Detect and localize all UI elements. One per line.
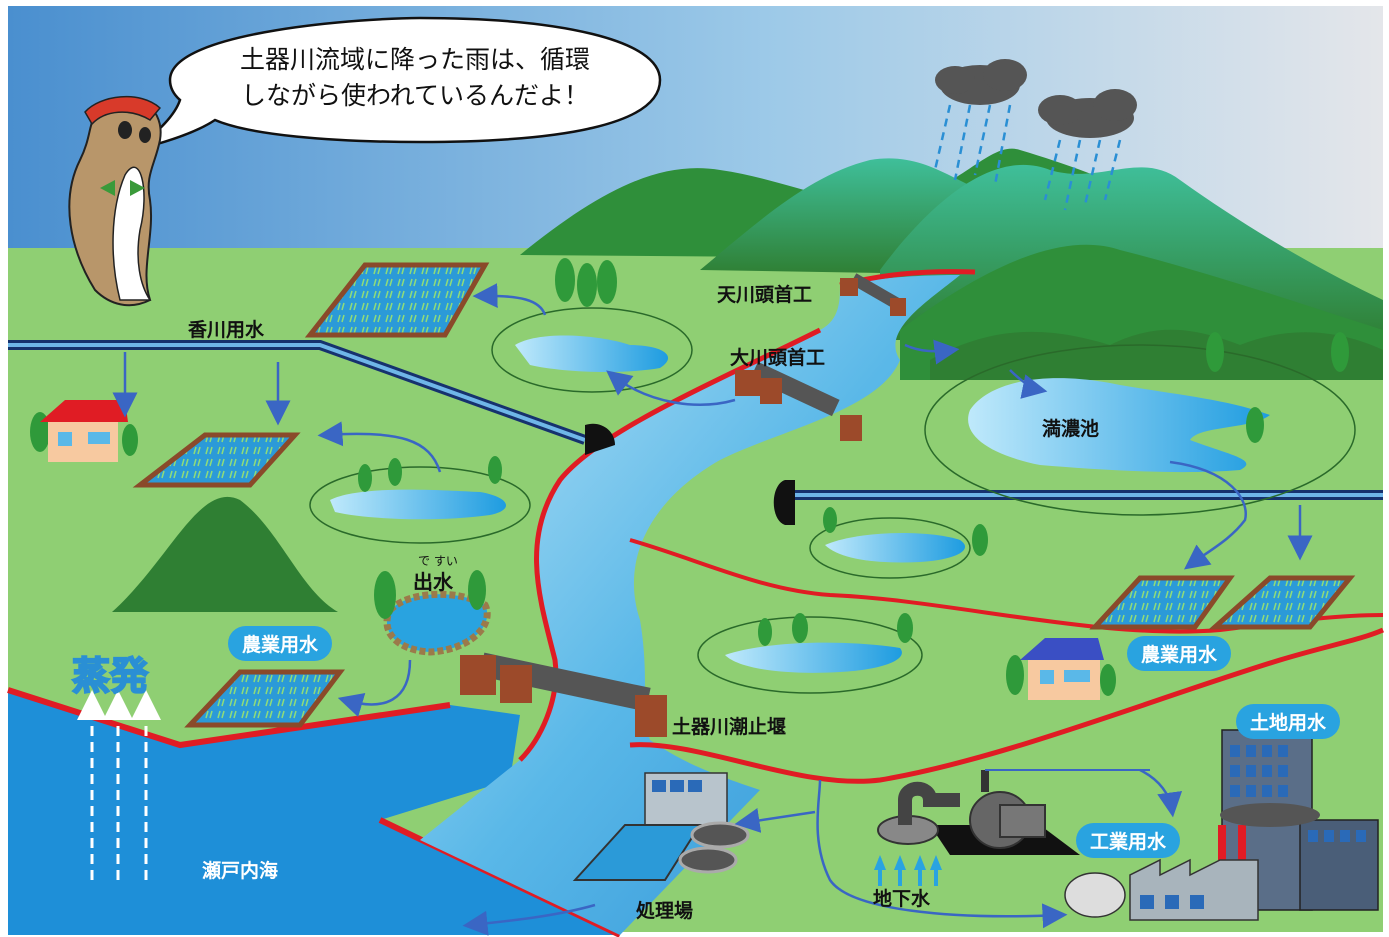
- industrial-buildings: [1064, 729, 1379, 921]
- rice-paddies: [132, 262, 1356, 728]
- mascot-character: [68, 95, 162, 307]
- label-setonaikai: 瀬戸内海: [202, 860, 279, 882]
- small-ponds: [309, 307, 971, 694]
- speech-bubble: 土器川流域に降った雨は、循環 しながら使われているんだよ！: [195, 42, 635, 114]
- hill: [112, 496, 338, 612]
- label-shorijo: 処理場: [636, 900, 694, 922]
- badge-tochi-yosui: 土地用水: [1236, 704, 1341, 739]
- label-desui-ruby: で すい: [418, 554, 458, 568]
- label-mannoike: 満濃池: [1042, 418, 1100, 440]
- label-tenkawa-toshuko: 天川頭首工: [717, 284, 813, 306]
- speech-bubble-line-1: 土器川流域に降った雨は、循環: [239, 45, 590, 74]
- speech-bubble-line-2: しながら使われているんだよ！: [240, 81, 589, 110]
- rain-clouds: [933, 59, 1137, 211]
- trees: [30, 258, 1349, 696]
- label-chikasui: 地下水: [873, 888, 931, 910]
- label-okawa-toshuko: 大川頭首工: [730, 347, 826, 369]
- groundwater-pump: [874, 769, 1150, 886]
- mannoike-reservoir: [924, 344, 1356, 516]
- label-desui: 出水: [413, 570, 453, 594]
- badge-nogyo-yosui-right: 農業用水: [1127, 636, 1232, 671]
- flow-arrows: [112, 283, 1313, 936]
- badge-kogyo-yosui: 工業用水: [1076, 823, 1181, 858]
- treatment-plant: [572, 772, 750, 881]
- label-evaporation: 蒸発: [71, 653, 149, 699]
- seto-inland-sea: [8, 690, 620, 935]
- badge-nogyo-yosui-left: 農業用水: [228, 626, 333, 661]
- dokigawa-river: [420, 275, 960, 935]
- mountain-range: [520, 148, 1383, 380]
- weirs: [460, 273, 906, 737]
- label-kagawa-yosui: 香川用水: [188, 319, 265, 341]
- houses: [40, 400, 1104, 700]
- kagawa-canal: [8, 340, 1383, 525]
- evaporation-arrows: [77, 690, 161, 880]
- label-dokigawa-seki: 土器川潮止堰: [672, 716, 787, 738]
